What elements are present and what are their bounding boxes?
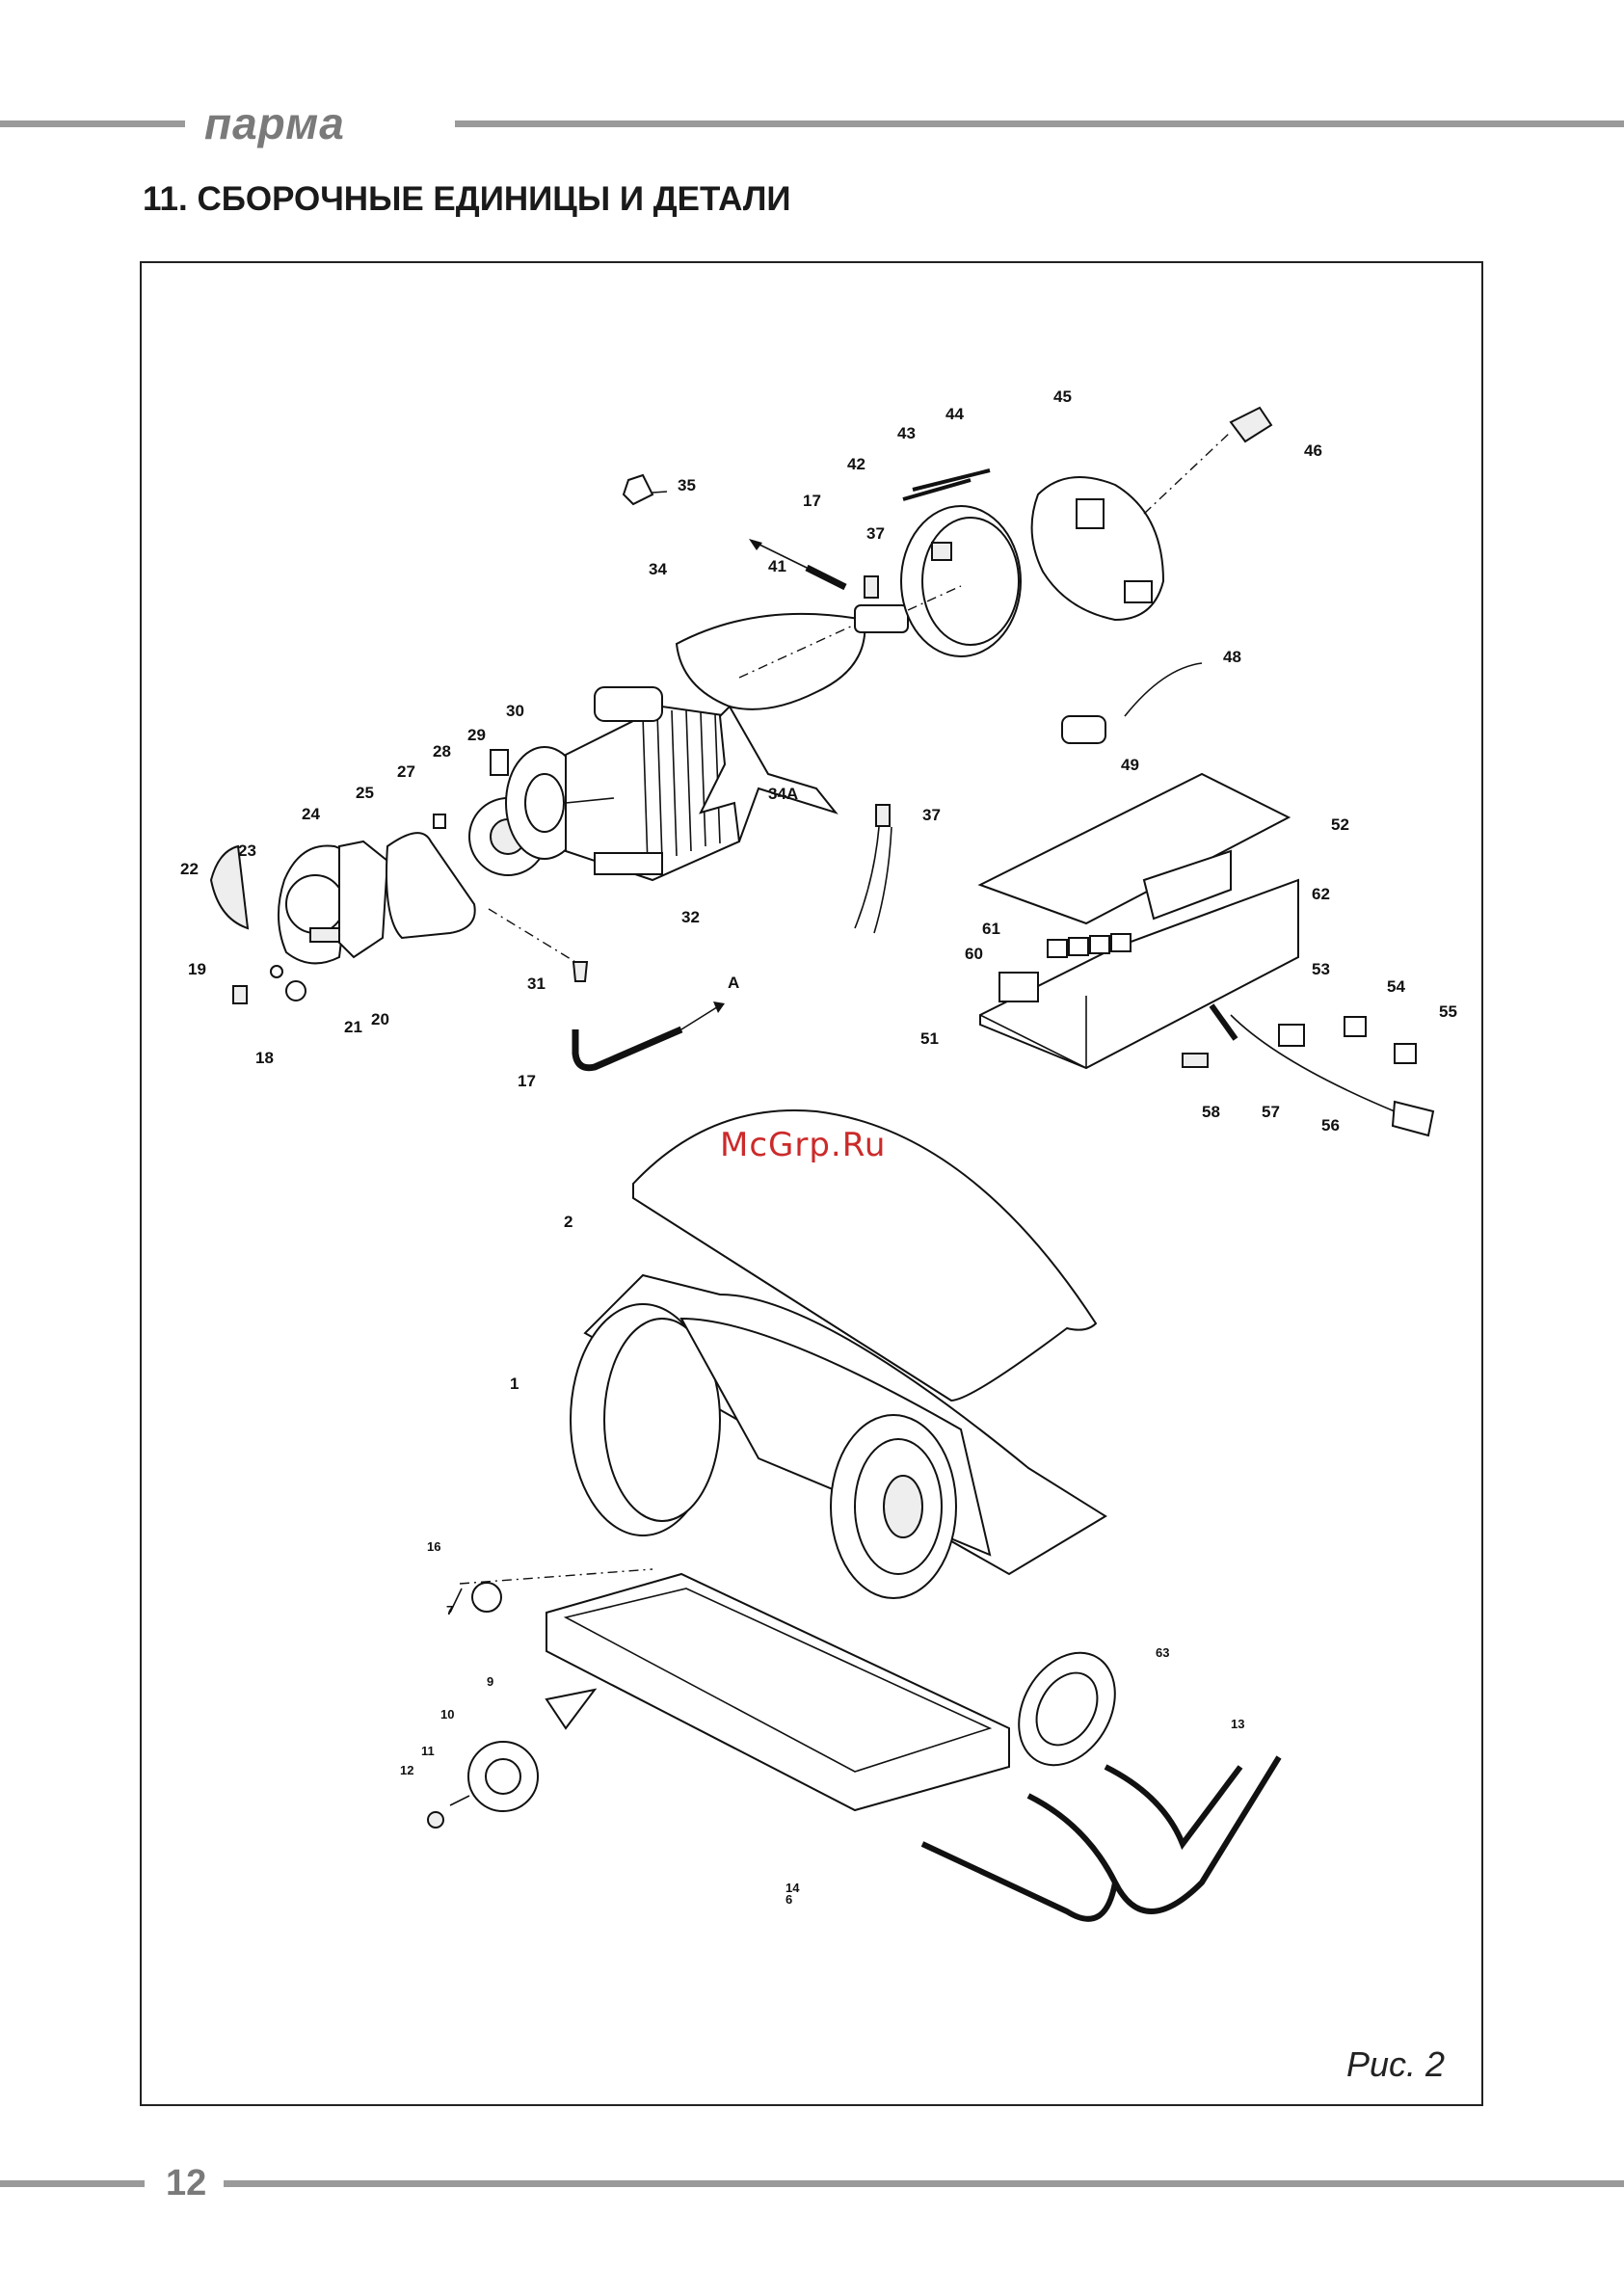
part-label-37-second: 37 [922, 806, 941, 824]
part-label-10: 10 [440, 1707, 454, 1722]
header-rule-left [0, 120, 185, 127]
part-label-44: 44 [945, 405, 964, 423]
part-17-top [807, 568, 845, 587]
part-25 [386, 833, 475, 938]
part-label-55: 55 [1439, 1002, 1457, 1021]
brand-logo: парма [204, 94, 345, 152]
part-label-35: 35 [678, 476, 696, 494]
part-label-60: 60 [965, 945, 983, 963]
part-48 [1125, 663, 1202, 716]
part-label-54: 54 [1387, 977, 1405, 996]
part-14 [922, 1844, 1115, 1919]
part-54 [1344, 1017, 1366, 1036]
part-label-41: 41 [768, 557, 786, 575]
part-label-20: 20 [371, 1010, 389, 1028]
part-31 [573, 962, 587, 981]
part-13 [1028, 1757, 1279, 1911]
part-label-16: 16 [427, 1539, 440, 1554]
part-label-58: 58 [1202, 1103, 1220, 1121]
part-17-low [575, 1029, 681, 1068]
part-label-37: 37 [866, 524, 885, 543]
part-label-18: 18 [255, 1049, 274, 1067]
part-label-22: 22 [180, 860, 199, 878]
part-58 [1183, 1054, 1208, 1067]
part-label-42: 42 [847, 455, 865, 473]
part-46 [1231, 408, 1271, 441]
part-57 [1211, 1005, 1236, 1039]
footer-rule-left [0, 2180, 145, 2187]
part-label-43: 43 [897, 424, 916, 442]
part-21 [286, 981, 306, 1001]
part-label-1: 1 [510, 1375, 519, 1393]
part-label-53: 53 [1312, 960, 1330, 978]
part-label-11: 11 [421, 1744, 435, 1758]
part-label-19: 19 [188, 960, 206, 978]
part-9 [546, 1690, 595, 1728]
exploded-parts-drawing: 1267910111213141617181920212223242527282… [142, 263, 1481, 2104]
part-label-23: 23 [238, 841, 256, 860]
part-35 [624, 475, 652, 504]
part-label-27: 27 [397, 762, 415, 781]
part-label-28: 28 [433, 742, 451, 761]
part-label-2: 2 [564, 1213, 572, 1231]
part-60 [999, 973, 1038, 1001]
part-label-25: 25 [356, 784, 374, 802]
part-label-17-second: 17 [518, 1072, 536, 1090]
part-label-34A: 34A [768, 785, 798, 803]
part-7 [472, 1583, 501, 1612]
part-37-low [876, 805, 890, 826]
part-29 [491, 750, 508, 775]
part-label-9: 9 [487, 1674, 493, 1689]
part-label-31: 31 [527, 974, 546, 993]
part-55 [1395, 1044, 1416, 1063]
part-label-21: 21 [344, 1018, 362, 1036]
part-53 [1279, 1025, 1304, 1046]
part-label-17: 17 [803, 492, 821, 510]
part-18 [233, 986, 247, 1003]
part-label-14: 14 [785, 1881, 800, 1895]
part-label-61: 61 [982, 920, 1000, 938]
part-label-63: 63 [1156, 1645, 1169, 1660]
part-label-34: 34 [649, 560, 667, 578]
header-rule-right [455, 120, 1624, 127]
part-label-49: 49 [1121, 756, 1139, 774]
part-label-7: 7 [446, 1603, 453, 1617]
part-label-24: 24 [302, 805, 320, 823]
part-49 [1062, 716, 1105, 743]
part-label-52: 52 [1331, 815, 1349, 834]
part-label-32: 32 [681, 908, 700, 926]
part-56 [1231, 1015, 1395, 1111]
part-label-62: 62 [1312, 885, 1330, 903]
part-41 [855, 605, 908, 632]
part-34 [677, 614, 865, 709]
section-heading: 11. СБОРОЧНЫЕ ЕДИНИЦЫ И ДЕТАЛИ [143, 175, 791, 224]
part-label-46: 46 [1304, 441, 1322, 460]
part-label-51: 51 [920, 1029, 939, 1048]
part-label-29: 29 [467, 726, 486, 744]
watermark-text: McGrp.Ru [720, 1126, 886, 1164]
figure-caption: Рис. 2 [1346, 2044, 1445, 2085]
part-label-13: 13 [1231, 1717, 1244, 1731]
part-label-56: 56 [1321, 1116, 1340, 1135]
part-24 [339, 841, 387, 957]
part-label-30: 30 [506, 702, 524, 720]
footer-rule-right [224, 2180, 1624, 2187]
part-37-top [865, 576, 878, 598]
part-label-48: 48 [1223, 648, 1241, 666]
part-11 [450, 1796, 469, 1805]
part-label-45: 45 [1053, 387, 1072, 406]
part-6 [546, 1574, 1009, 1810]
part-27 [434, 814, 445, 828]
part-label-57: 57 [1262, 1103, 1280, 1121]
part-12 [428, 1812, 443, 1828]
part-label-A: A [728, 974, 739, 992]
part-label-12: 12 [400, 1763, 413, 1777]
part-19 [271, 966, 282, 977]
page-number: 12 [166, 2162, 206, 2204]
